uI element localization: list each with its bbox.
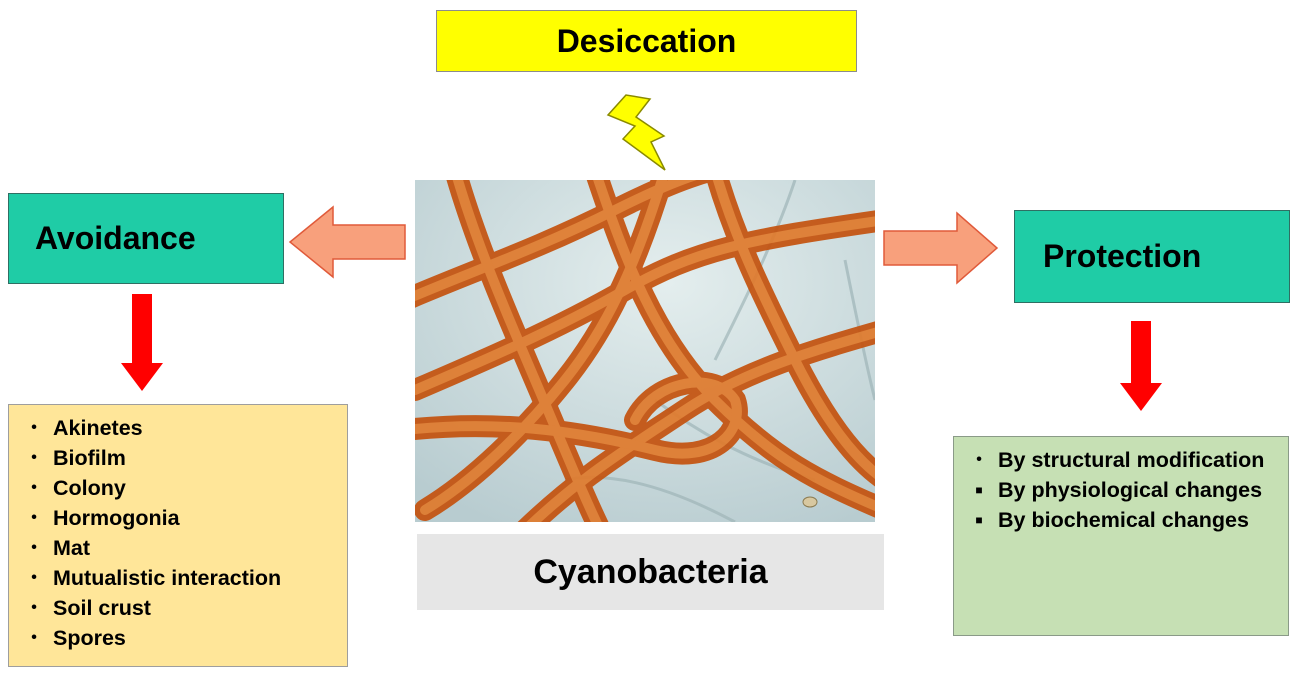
bullet-icon: • [31,479,37,496]
list-item: •Colony [23,473,347,503]
bullet-icon: • [31,599,37,616]
avoidance-list-box: •Akinetes •Biofilm •Colony •Hormogonia •… [8,404,348,667]
arrow-down-icon [1120,321,1162,411]
list-item: •Hormogonia [23,503,347,533]
list-item: ■By biochemical changes [968,505,1288,535]
list-item: •By structural modification [968,445,1288,475]
list-item: •Mat [23,533,347,563]
list-item: •Akinetes [23,413,347,443]
arrow-down-icon [121,294,163,391]
bullet-icon: • [31,509,37,526]
list-item: •Biofilm [23,443,347,473]
bullet-icon: • [31,569,37,586]
bullet-icon: • [31,419,37,436]
filaments-image [415,180,875,522]
square-bullet-icon: ■ [975,513,983,527]
desiccation-label: Desiccation [556,22,737,59]
desiccation-box: Desiccation [436,10,857,72]
bullet-icon: • [31,539,37,556]
avoidance-label: Avoidance [35,220,196,256]
list-item: •Mutualistic interaction [23,563,347,593]
cyanobacteria-caption: Cyanobacteria [417,534,884,610]
bullet-icon: • [31,449,37,466]
bullet-icon: • [976,451,982,468]
avoidance-box: Avoidance [8,193,284,284]
protection-list-box: •By structural modification ■By physiolo… [953,436,1289,636]
avoidance-list: •Akinetes •Biofilm •Colony •Hormogonia •… [23,413,347,653]
cyanobacteria-label: Cyanobacteria [533,552,768,591]
square-bullet-icon: ■ [975,483,983,497]
arrow-right-icon [883,211,999,285]
protection-list: •By structural modification ■By physiolo… [968,445,1288,535]
protection-label: Protection [1043,238,1202,274]
arrow-left-icon [288,205,406,279]
cyanobacteria-micrograph [415,180,875,522]
list-item: ■By physiological changes [968,475,1288,505]
list-item: •Spores [23,623,347,653]
protection-box: Protection [1014,210,1290,303]
list-item: •Soil crust [23,593,347,623]
lightning-bolt-icon [606,94,666,171]
bullet-icon: • [31,629,37,646]
